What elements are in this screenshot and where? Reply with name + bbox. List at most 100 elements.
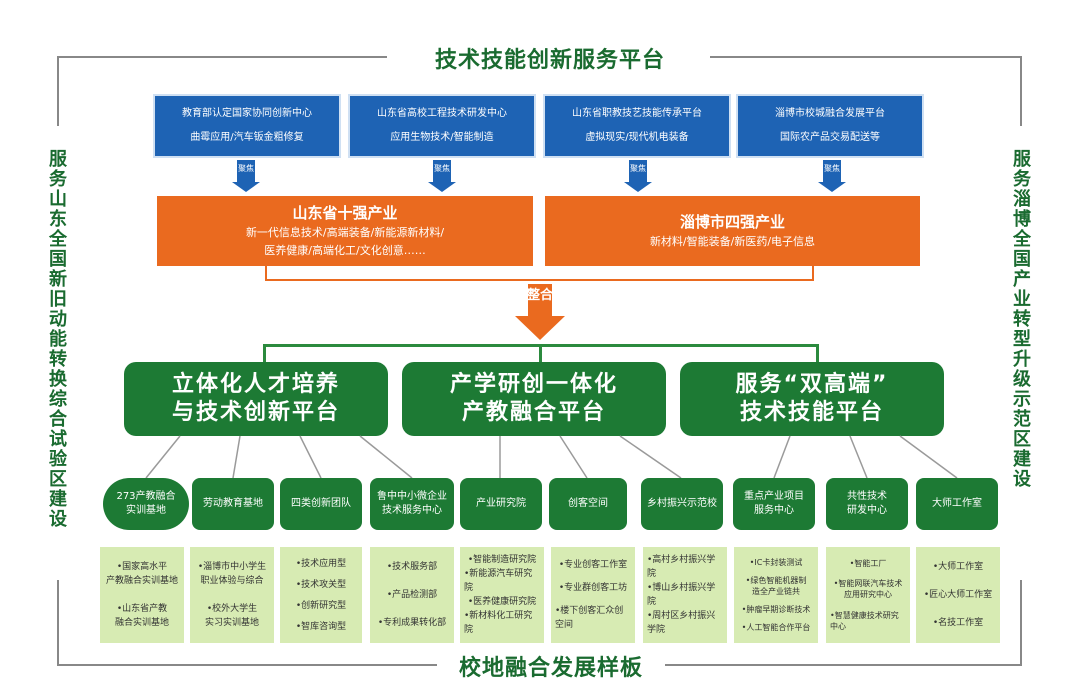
focus-arrow-3-label: 聚焦: [629, 160, 647, 182]
detail-cell: •楼下创客汇众创空间: [555, 604, 631, 632]
node-sme-service: 鲁中中小微企业 技术服务中心: [370, 478, 454, 530]
platform-service-line1: 服务“双高端”: [735, 372, 889, 397]
orange-bracket-left: [265, 266, 267, 280]
orange-box-zibo: 淄博市四强产业 新材料/智能装备/新医药/电子信息: [545, 196, 920, 266]
detail-text: •国家高水平: [116, 562, 168, 572]
orange-box-zibo-title: 淄博市四强产业: [679, 213, 785, 231]
detail-cell: •大师工作室: [920, 560, 996, 574]
focus-arrow-4: 聚焦: [818, 160, 846, 192]
detail-cell: •专利成果转化部: [374, 616, 450, 630]
detail-cell: •专业群创客工坊: [555, 581, 631, 595]
detail-cell: •IC卡封装测试: [738, 557, 814, 568]
blue-box-1-line2: 曲霉应用/汽车钣金粗修复: [190, 132, 304, 143]
detail-text: 造全产业链共: [752, 586, 800, 596]
detail-text: •智库咨询型: [295, 621, 347, 632]
detail-maker-space: •专业创客工作室 •专业群创客工坊 •楼下创客汇众创空间: [551, 547, 635, 643]
green-connector-left: [263, 344, 266, 364]
detail-cell: •医养健康研究院: [464, 595, 540, 609]
orange-bracket-bottom: [265, 279, 814, 281]
detail-text: •医养健康研究院: [467, 597, 537, 607]
detail-cell: •肿瘤早期诊断技术: [738, 604, 814, 615]
merge-arrow: [515, 284, 565, 340]
detail-text: •山东省产教: [116, 604, 168, 614]
node-273-base-line2: 实训基地: [126, 505, 166, 516]
detail-text: •名技工作室: [932, 618, 984, 628]
node-key-projects-line2: 服务中心: [754, 505, 794, 516]
frame-bottom-left: [57, 664, 437, 666]
node-common-tech: 共性技术 研发中心: [826, 478, 908, 530]
focus-arrow-4-label: 聚焦: [823, 160, 841, 182]
detail-text: 职业体验与综合: [200, 576, 264, 586]
focus-arrow-1-tip: [232, 182, 260, 192]
detail-text: •专业群创客工坊: [558, 582, 628, 593]
detail-text: •技术服务部: [386, 562, 438, 572]
detail-text: •IC卡封装测试: [749, 557, 803, 567]
platform-talent-line1: 立体化人才培养: [171, 372, 340, 397]
node-common-tech-line2: 研发中心: [847, 505, 887, 516]
blue-box-3-line1: 山东省职教技艺技能传承平台: [572, 108, 702, 119]
platform-service-line2: 技术技能平台: [739, 400, 884, 425]
node-labor-edu: 劳动教育基地: [192, 478, 274, 530]
bottom-title: 校地融合发展样板: [458, 656, 643, 681]
detail-cell: •人工智能合作平台: [738, 622, 814, 633]
node-industry-institute: 产业研究院: [460, 478, 542, 530]
detail-text: •大师工作室: [932, 562, 984, 572]
blue-box-4-line2: 国际农产品交易配送等: [780, 132, 880, 143]
detail-text: •智能网联汽车技术: [833, 579, 903, 589]
detail-sme-service: •技术服务部 •产品检测部 •专利成果转化部: [370, 547, 454, 643]
blue-box-2-line1: 山东省高校工程技术研发中心: [377, 108, 507, 119]
blue-box-4-line1: 淄博市校城融合发展平台: [775, 108, 885, 119]
detail-text: •匠心大师工作室: [923, 590, 993, 600]
detail-cell: •新能源汽车研究院: [464, 567, 540, 595]
detail-text: •专业创客工作室: [558, 559, 628, 570]
detail-text: •智能制造研究院: [467, 555, 537, 565]
detail-text: •校外大学生: [206, 604, 258, 614]
node-sme-service-line1: 鲁中中小微企业: [377, 491, 447, 502]
blue-box-3: 山东省职教技艺技能传承平台 虚拟现实/现代机电装备: [543, 94, 731, 158]
focus-arrow-3: 聚焦: [624, 160, 652, 192]
detail-cell: •匠心大师工作室: [920, 588, 996, 602]
detail-cell: •创新研究型: [284, 599, 358, 613]
blue-box-2: 山东省高校工程技术研发中心 应用生物技术/智能制造: [348, 94, 536, 158]
blue-box-4: 淄博市校城融合发展平台 国际农产品交易配送等: [736, 94, 924, 158]
focus-arrow-1-label: 聚焦: [237, 160, 255, 182]
top-title: 技术技能创新服务平台: [434, 48, 665, 73]
detail-text: 应用研究中心: [844, 590, 892, 600]
detail-cell: •名技工作室: [920, 616, 996, 630]
detail-text: •淄博市中小学生: [197, 562, 267, 572]
green-connector-right: [816, 344, 819, 364]
node-sme-service-line2: 技术服务中心: [382, 505, 442, 516]
detail-text: •高村乡村振兴学院: [647, 555, 716, 579]
detail-cell: •产品检测部: [374, 588, 450, 602]
detail-text: •绿色智能机器制: [745, 575, 807, 585]
detail-text: •专利成果转化部: [377, 618, 447, 628]
frame-left-top: [57, 56, 59, 126]
node-industry-institute-line1: 产业研究院: [476, 498, 526, 509]
left-side-label: 服务山东全国新旧动能转换综合试验区建设: [49, 149, 67, 530]
detail-key-projects: •IC卡封装测试 •绿色智能机器制造全产业链共 •肿瘤早期诊断技术 •人工智能合…: [734, 547, 818, 643]
blue-box-3-line2: 虚拟现实/现代机电装备: [585, 132, 689, 143]
orange-box-shandong-title: 山东省十强产业: [292, 204, 398, 222]
platform-talent-line2: 与技术创新平台: [171, 400, 340, 425]
detail-cell: •技术应用型: [284, 557, 358, 571]
detail-cell: •技术攻关型: [284, 578, 358, 592]
merge-arrow-shape: [515, 284, 565, 340]
node-key-projects-line1: 重点产业项目: [744, 491, 804, 502]
node-labor-edu-line1: 劳动教育基地: [203, 498, 263, 509]
detail-cell: •周村区乡村振兴学院: [647, 609, 723, 637]
node-rural-revival-line1: 乡村振兴示范校: [647, 498, 717, 509]
detail-273-base: •国家高水平产教融合实训基地 •山东省产教融合实训基地: [100, 547, 184, 643]
detail-cell: •高村乡村振兴学院: [647, 553, 723, 581]
detail-text: •人工智能合作平台: [741, 623, 811, 633]
detail-text: 融合实训基地: [114, 618, 169, 628]
orange-bracket-right: [812, 266, 814, 280]
orange-box-shandong-sub2: 医养健康/高端化工/文化创意……: [264, 244, 426, 257]
detail-cell: •绿色智能机器制造全产业链共: [738, 575, 814, 597]
orange-box-zibo-sub1: 新材料/智能装备/新医药/电子信息: [649, 235, 816, 248]
detail-cell: •国家高水平产教融合实训基地: [104, 560, 180, 588]
detail-text: •周村区乡村振兴学院: [647, 611, 716, 635]
detail-text: •智能工厂: [849, 558, 887, 568]
detail-industry-institute: •智能制造研究院 •新能源汽车研究院 •医养健康研究院 •新材料化工研究院: [460, 547, 544, 643]
merge-arrow-label: 整合: [527, 288, 554, 303]
node-rural-revival: 乡村振兴示范校: [641, 478, 723, 530]
